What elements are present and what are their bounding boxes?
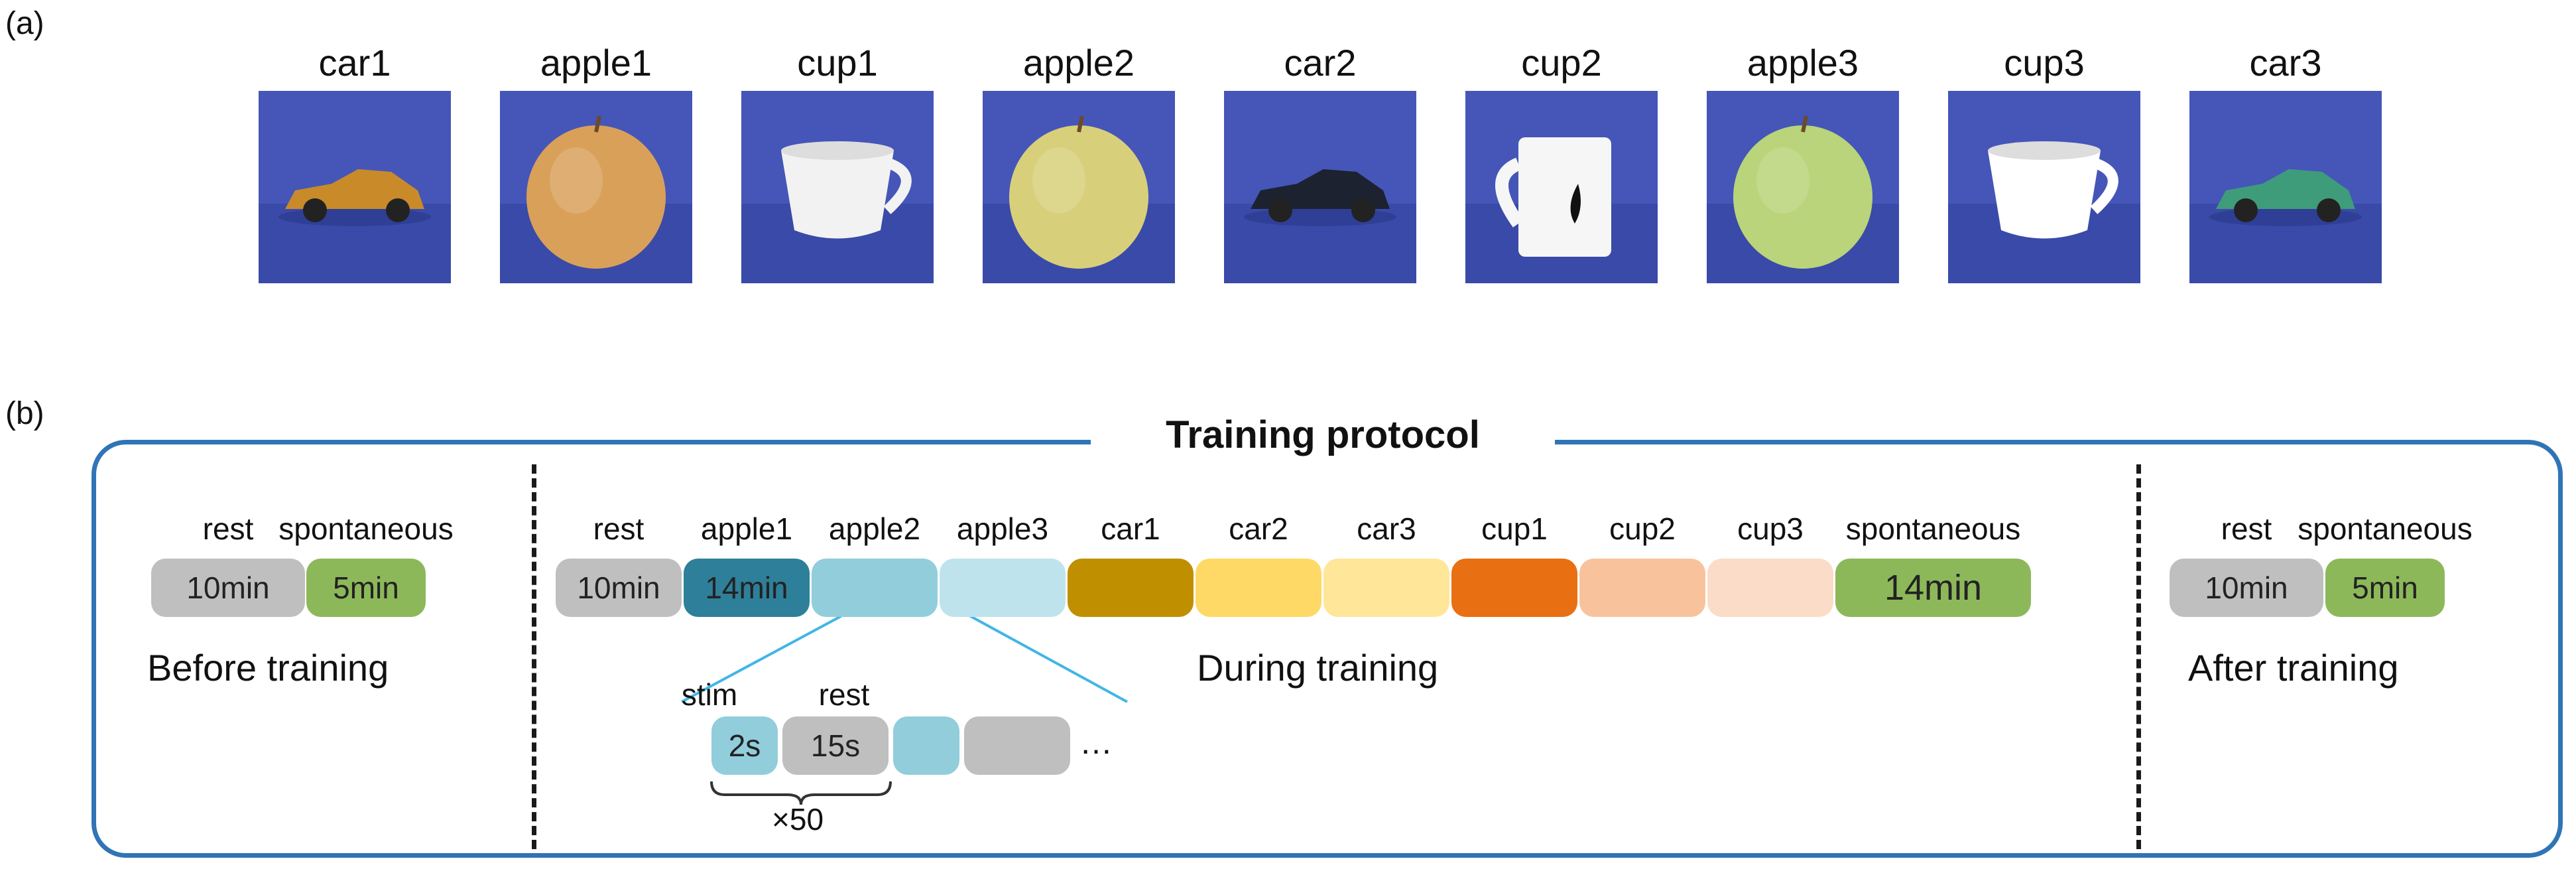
zoom-line-right [969, 614, 1128, 703]
divider-after [2136, 464, 2141, 849]
detail-stim-block: 2s [711, 716, 778, 775]
image-label-cup2: cup2 [1521, 42, 1602, 84]
during-block-apple1: 14min [684, 559, 810, 617]
image-apple1 [500, 91, 692, 283]
detail-ellipsis: … [1079, 724, 1113, 761]
image-label-apple2: apple2 [1022, 42, 1135, 84]
image-cup1 [741, 91, 934, 283]
during-block-car2 [1196, 559, 1321, 617]
during-label-car1: car1 [1101, 511, 1160, 546]
during-block-cup3 [1707, 559, 1833, 617]
detail-rest-label: rest [818, 677, 870, 712]
image-label-apple3: apple3 [1747, 42, 1859, 84]
during-label-cup3: cup3 [1737, 511, 1804, 546]
panel-a-label: (a) [5, 6, 44, 41]
during-block-car1 [1068, 559, 1194, 617]
during-block-spontaneous: 14min [1835, 559, 2031, 617]
image-label-cup1: cup1 [797, 42, 878, 84]
during-label-apple1: apple1 [700, 511, 793, 546]
divider-before [532, 464, 536, 849]
image-label-cup3: cup3 [2004, 42, 2085, 84]
zoom-line-left [681, 614, 843, 703]
panel-b-label: (b) [5, 396, 44, 431]
after-label-spontaneous: spontaneous [2298, 511, 2473, 546]
image-apple3 [1707, 91, 1899, 283]
detail-stim-label: stim [681, 677, 738, 712]
detail-stim-block-2 [893, 716, 959, 775]
image-label-car2: car2 [1284, 42, 1357, 84]
during-block-rest: 10min [556, 559, 682, 617]
during-label-car2: car2 [1229, 511, 1288, 546]
image-label-apple1: apple1 [540, 42, 652, 84]
before-block-spontaneous: 5min [306, 559, 426, 617]
phase-during: During training [1197, 647, 1439, 689]
before-block-rest: 10min [151, 559, 305, 617]
image-apple2 [983, 91, 1175, 283]
repeat-bracket [710, 781, 892, 805]
detail-rest-block-2 [964, 716, 1070, 775]
image-car3 [2189, 91, 2382, 283]
after-label-rest: rest [2221, 511, 2272, 546]
during-label-cup1: cup1 [1481, 511, 1548, 546]
during-block-car3 [1323, 559, 1449, 617]
before-label-rest: rest [202, 511, 254, 546]
before-label-spontaneous: spontaneous [278, 511, 454, 546]
protocol-title: Training protocol [1166, 413, 1480, 456]
during-block-cup1 [1451, 559, 1577, 617]
during-block-apple2 [812, 559, 938, 617]
image-cup3 [1948, 91, 2140, 283]
during-block-cup2 [1579, 559, 1705, 617]
image-car2 [1224, 91, 1416, 283]
image-car1 [259, 91, 451, 283]
during-block-apple3 [940, 559, 1066, 617]
during-label-rest: rest [593, 511, 644, 546]
during-label-apple2: apple2 [828, 511, 921, 546]
during-label-car3: car3 [1357, 511, 1416, 546]
during-label-cup2: cup2 [1609, 511, 1676, 546]
image-label-car1: car1 [318, 42, 391, 84]
phase-after: After training [2188, 647, 2399, 689]
detail-rest-block: 15s [782, 716, 889, 775]
phase-before: Before training [147, 647, 389, 689]
image-label-car3: car3 [2249, 42, 2322, 84]
image-cup2 [1465, 91, 1658, 283]
during-label-apple3: apple3 [956, 511, 1049, 546]
after-block-rest: 10min [2170, 559, 2323, 617]
after-block-spontaneous: 5min [2325, 559, 2445, 617]
during-label-spontaneous: spontaneous [1845, 511, 2021, 546]
detail-repeat-label: ×50 [772, 802, 824, 837]
